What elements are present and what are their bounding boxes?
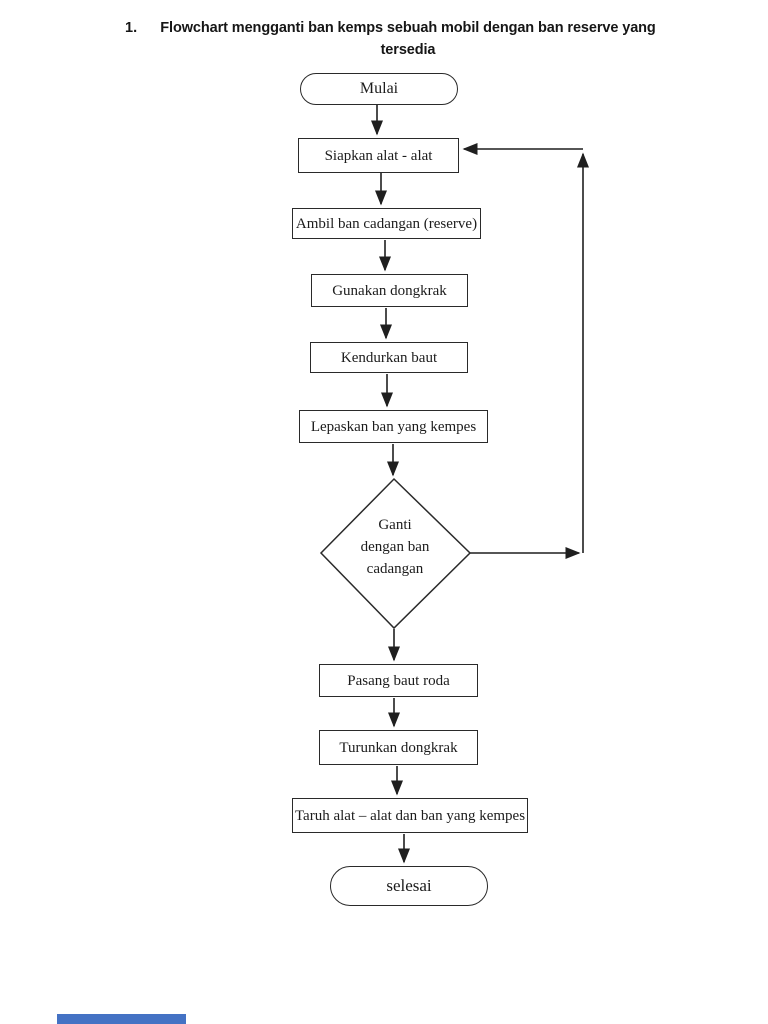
page-title-line-2: tersedia	[380, 42, 436, 58]
process-box-lepaskan-ban: Lepaskan ban yang kempes	[299, 410, 488, 443]
process-box-taruh-alat: Taruh alat – alat dan ban yang kempes	[292, 798, 528, 833]
decision-line-3: cadangan	[366, 561, 424, 577]
process-box-turunkan-dongkrak: Turunkan dongkrak	[319, 730, 478, 765]
process-box-kendurkan-baut: Kendurkan baut	[310, 342, 468, 373]
process-box-siapkan-alat: Siapkan alat - alat	[298, 138, 459, 173]
start-terminator: Mulai	[300, 73, 458, 105]
process-box-ambil-ban-cadangan: Ambil ban cadangan (reserve)	[292, 208, 481, 239]
decision-diamond-label: Ganti dengan ban cadangan	[320, 514, 470, 580]
next-page-blue-bar	[57, 1014, 186, 1024]
page-title: Flowchart mengganti ban kemps sebuah mob…	[48, 17, 768, 61]
process-box-pasang-baut: Pasang baut roda	[319, 664, 478, 697]
process-box-gunakan-dongkrak: Gunakan dongkrak	[311, 274, 468, 307]
decision-line-1: Ganti	[378, 517, 412, 533]
title-number: 1.	[125, 20, 138, 36]
page-title-line-1: Flowchart mengganti ban kemps sebuah mob…	[160, 20, 656, 36]
decision-line-2: dengan ban	[360, 539, 430, 555]
end-terminator: selesai	[330, 866, 488, 906]
